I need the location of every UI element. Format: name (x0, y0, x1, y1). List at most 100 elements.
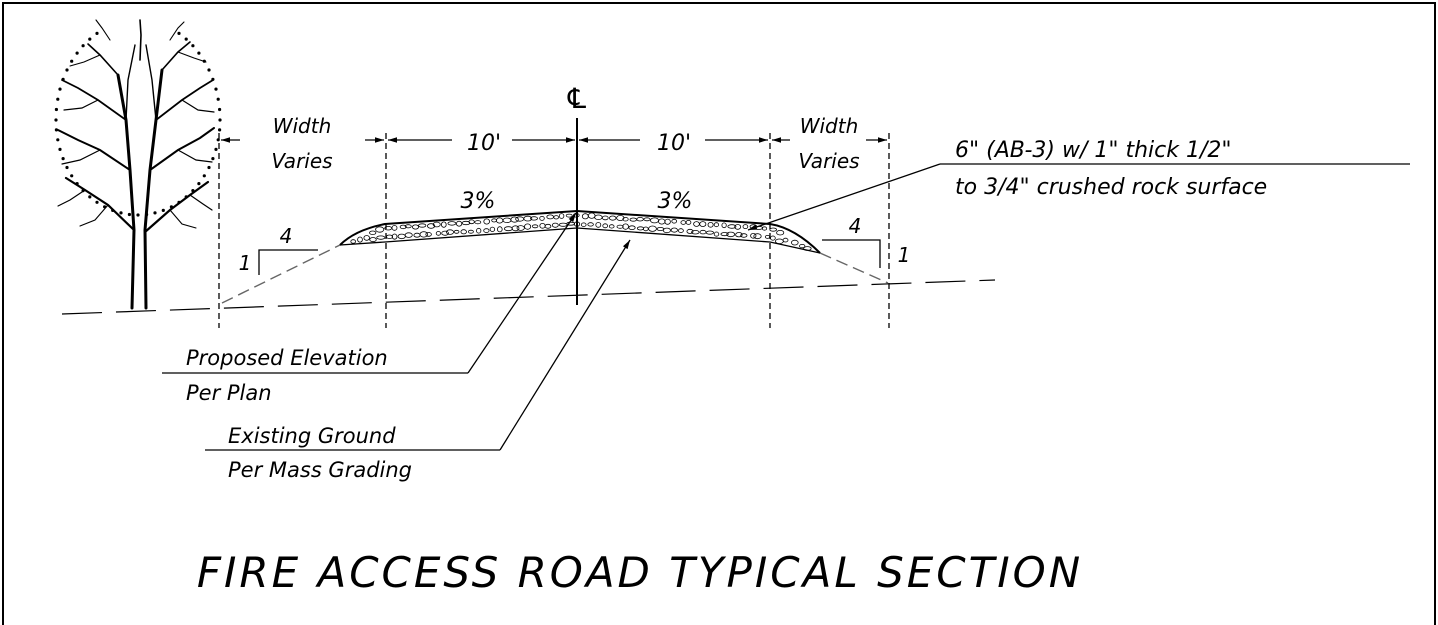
rock-particle (727, 224, 737, 229)
left-lane-dimension: 10' (467, 131, 501, 156)
tree-branch (61, 79, 127, 121)
rock-particle (595, 222, 602, 228)
rock-particle (515, 216, 525, 222)
tree-leaf-dot (211, 157, 215, 161)
rock-particle (474, 220, 482, 225)
rock-particle (397, 233, 406, 240)
rock-particle (524, 223, 532, 230)
rock-particle (608, 224, 615, 229)
rock-particle (441, 230, 449, 236)
tree-branch (69, 54, 101, 67)
centerline-symbol: ℄ (567, 82, 586, 115)
rock-particle (468, 219, 475, 225)
rock-particle (782, 237, 789, 243)
rock-particle (511, 225, 520, 232)
drawing-title: FIRE ACCESS ROAD TYPICAL SECTION (197, 548, 1083, 597)
tree-branch (79, 204, 109, 227)
rock-particle (531, 224, 539, 229)
rock-particle (460, 229, 467, 235)
rock-particle (495, 217, 504, 224)
rock-particle (721, 222, 727, 229)
rock-particle (432, 221, 441, 228)
rock-particle (426, 223, 436, 229)
left-cross-slope: 3% (461, 189, 496, 214)
right-slope-rise: 1 (898, 243, 911, 267)
tree-leaf-dot (207, 68, 211, 72)
tree-branch (64, 176, 136, 232)
rock-particle (385, 234, 393, 239)
rock-particle (483, 218, 491, 225)
tree-branch (95, 19, 111, 41)
proposed-leader-arrow (467, 212, 577, 374)
rock-particle (565, 213, 573, 218)
tree-leaf-dot (88, 37, 92, 41)
tree-branch (143, 180, 210, 234)
tree-leaf-dot (218, 107, 222, 112)
tree-leaf-dot (58, 147, 62, 151)
rock-particle (391, 233, 398, 240)
rock-particle (642, 226, 649, 232)
tree-branch (177, 149, 213, 163)
right-slope-run: 4 (849, 214, 862, 238)
rock-particle (425, 232, 432, 237)
tree-branch (161, 41, 191, 71)
rock-particle (622, 216, 629, 222)
tree-branch (177, 51, 207, 63)
road-surface-top (339, 209, 821, 254)
rock-particle (369, 230, 377, 235)
rock-particle (648, 225, 657, 232)
tree-branch (169, 209, 197, 229)
rock-particle (544, 223, 552, 229)
right-side-slope (819, 252, 889, 284)
rock-particle (636, 226, 645, 231)
rock-particle (770, 235, 776, 241)
tree-leaf-dot (216, 97, 220, 101)
rock-particle (363, 235, 370, 241)
tree-leaf-dot (136, 213, 140, 217)
rock-particle (699, 229, 707, 235)
rock-particle (440, 221, 447, 228)
tree-branch (61, 149, 101, 165)
tree-leaf-dot (207, 165, 211, 170)
rock-particle (558, 213, 565, 219)
rock-particle (685, 219, 692, 225)
rock-particle (699, 221, 707, 228)
rock-particle (581, 213, 589, 220)
tree-leaf-dot (95, 200, 99, 204)
tree-branch (145, 44, 157, 121)
rock-particle (376, 235, 386, 240)
rock-particle (546, 214, 554, 220)
rock-particle (713, 222, 720, 228)
surface-callout-line2: to 3/4" crushed rock surface (955, 175, 1267, 200)
rock-particle (776, 229, 785, 236)
tree-leaf-dot (81, 189, 85, 193)
rock-particle (650, 217, 660, 224)
rock-particle (447, 221, 457, 226)
rock-particle (502, 217, 512, 223)
rock-particle (790, 239, 799, 246)
tree-icon (54, 19, 222, 310)
rock-particle (720, 232, 729, 237)
rock-particle (503, 226, 513, 232)
rock-particle (670, 227, 678, 233)
rock-particle (643, 217, 651, 222)
tree-branch (155, 79, 214, 121)
tree-leaf-dot (218, 118, 222, 122)
rock-particle (404, 232, 413, 238)
surface-callout-line1: 6" (AB-3) w/ 1" thick 1/2" (955, 138, 1232, 163)
tree-leaf-dot (75, 182, 79, 186)
tree-leaf-dot (197, 182, 201, 186)
tree-leaf-dot (191, 189, 195, 193)
tree-leaf-dot (61, 77, 65, 81)
rock-particle (734, 224, 742, 230)
tree-leaf-dot (75, 51, 79, 55)
rock-particle (622, 223, 629, 230)
left-side-slope (221, 244, 341, 304)
rock-particle (455, 220, 463, 227)
rock-particle (418, 223, 427, 228)
tree-branch (57, 129, 131, 171)
rock-particle (587, 222, 594, 227)
rock-particle (803, 246, 812, 251)
